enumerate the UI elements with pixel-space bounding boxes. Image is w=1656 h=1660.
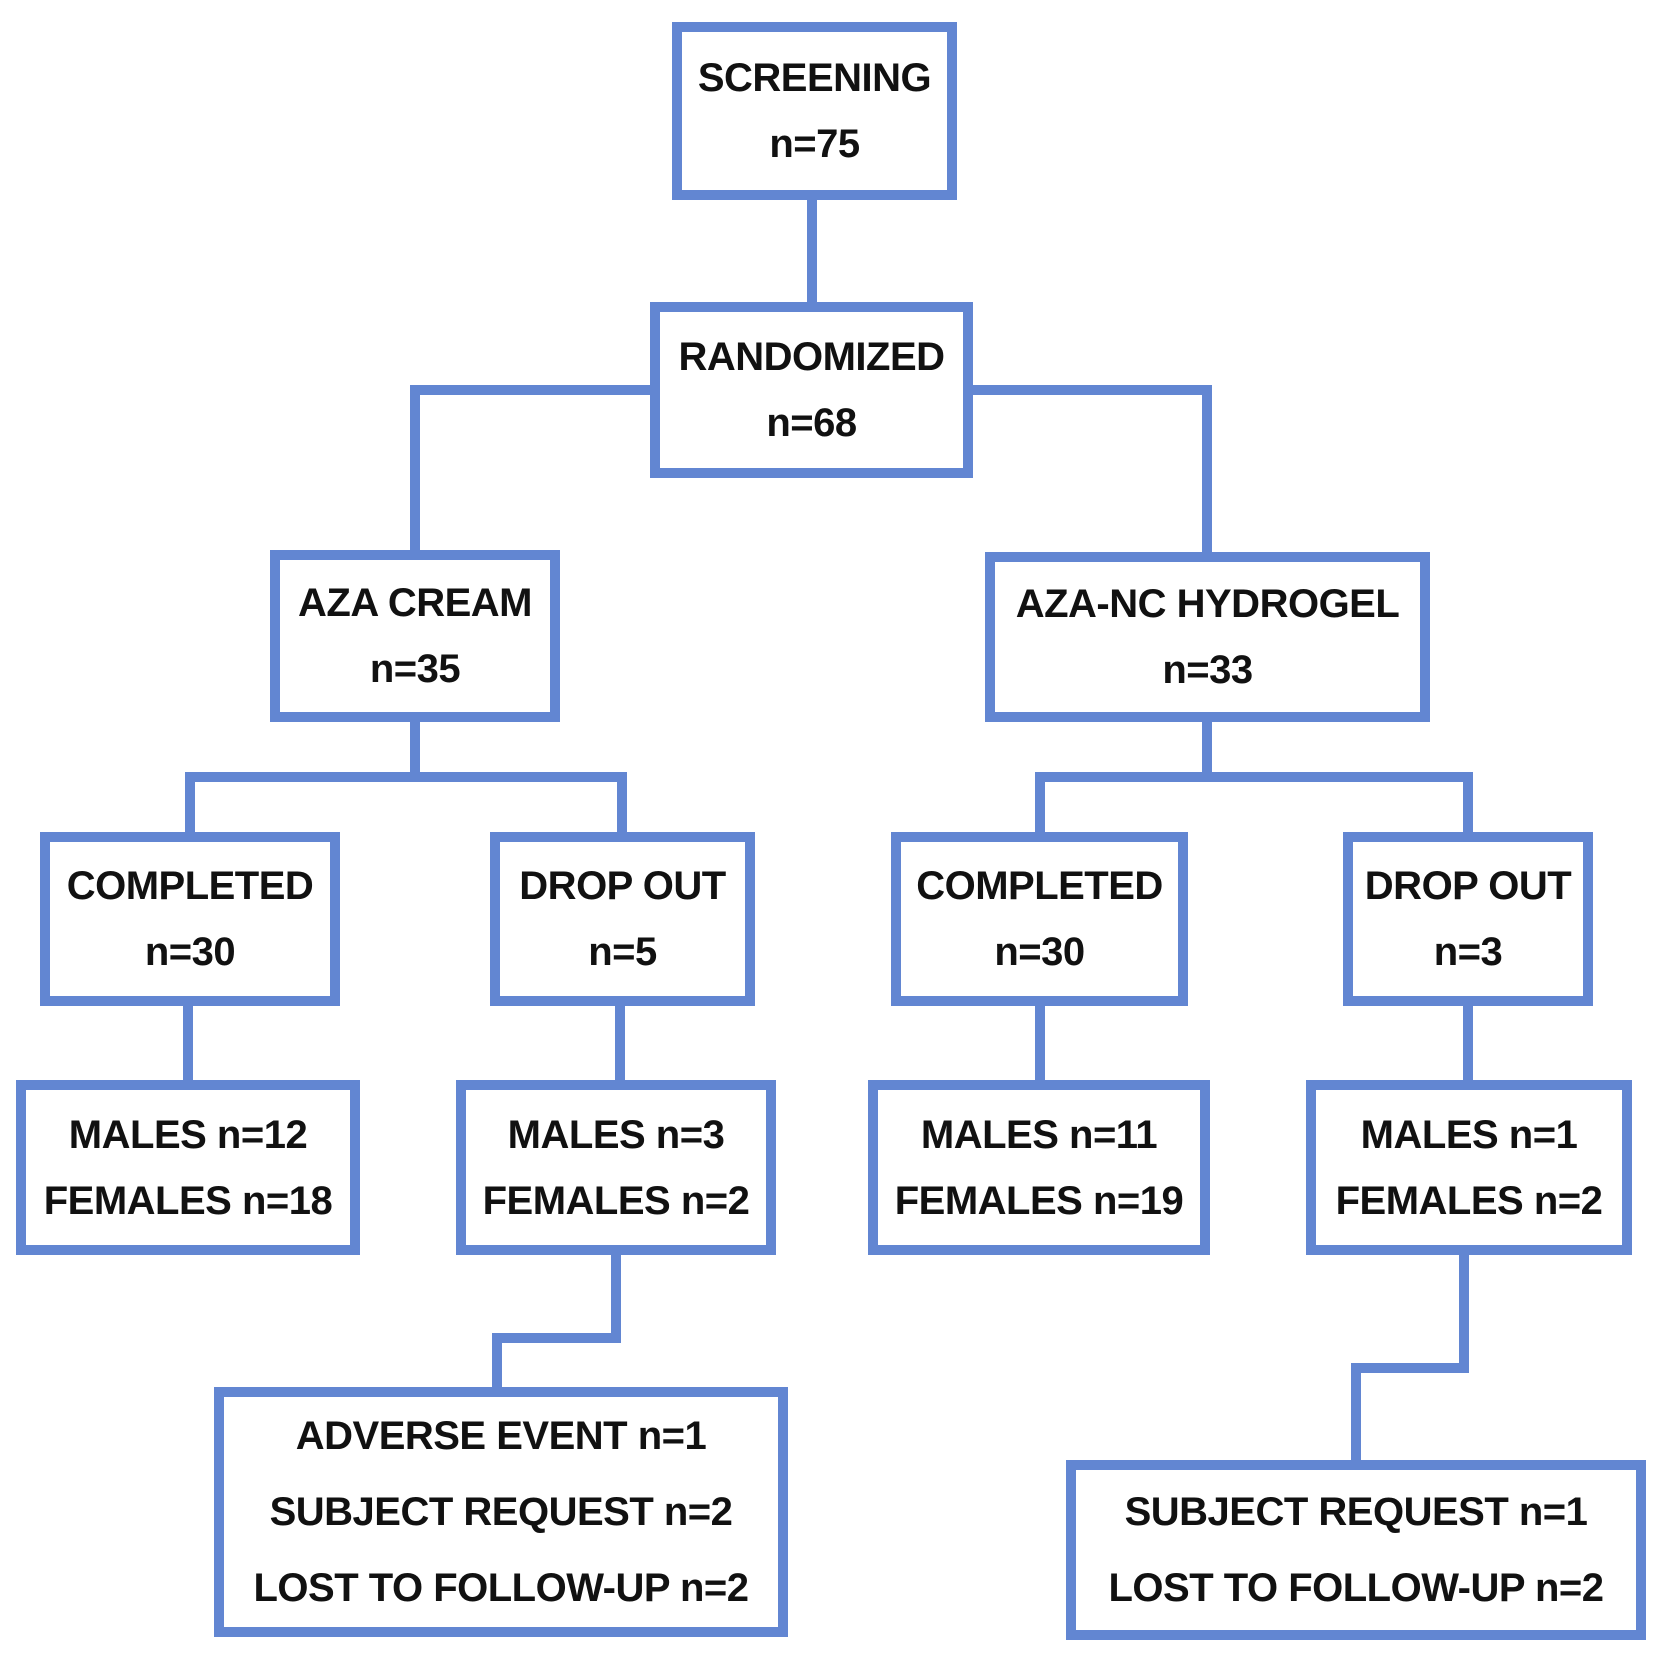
reason-subject-request: SUBJECT REQUEST n=2	[269, 1490, 733, 1534]
connector-azanc-completed-leg	[1035, 772, 1045, 832]
node-aza-cream-completed: COMPLETED n=30	[40, 832, 340, 1006]
node-count: n=68	[766, 401, 857, 445]
node-label: COMPLETED	[916, 864, 1163, 908]
node-aza-nc-dropout-sex: MALES n=1 FEMALES n=2	[1306, 1080, 1632, 1255]
connector-randomized-azacream-h	[410, 385, 655, 395]
node-label: RANDOMIZED	[678, 335, 945, 379]
connector-azacream-dropout-leg	[617, 772, 627, 832]
connector-dropout-left-sex	[615, 1006, 625, 1080]
node-count: n=35	[369, 647, 461, 691]
node-count: n=30	[994, 930, 1085, 974]
connector-randomized-azanc-h	[968, 385, 1208, 395]
node-count: n=30	[144, 930, 236, 974]
node-label: DROP OUT	[519, 864, 726, 908]
females-count: FEMALES n=2	[1335, 1178, 1603, 1223]
node-count: n=33	[1162, 648, 1253, 692]
node-aza-nc-dropout: DROP OUT n=3	[1343, 832, 1593, 1006]
node-label: AZA CREAM	[298, 581, 533, 625]
node-label: DROP OUT	[1364, 864, 1572, 908]
node-aza-cream-dropout-reasons: ADVERSE EVENT n=1 SUBJECT REQUEST n=2 LO…	[214, 1387, 788, 1637]
connector-randomized-azacream-v	[410, 385, 420, 550]
node-screening: SCREENING n=75	[672, 22, 957, 200]
connector-azacream-completed-leg	[185, 772, 195, 832]
connector-right-reasons-v2	[1351, 1363, 1361, 1460]
connector-azanc-dropout-leg	[1463, 772, 1473, 832]
reason-subject-request: SUBJECT REQUEST n=1	[1124, 1490, 1588, 1534]
node-label: COMPLETED	[66, 864, 314, 908]
connector-azacream-split-stub	[410, 722, 420, 777]
connector-randomized-azanc-v	[1202, 385, 1212, 552]
females-count: FEMALES n=2	[482, 1178, 750, 1223]
connector-dropout-right-sex	[1463, 1006, 1473, 1080]
reason-lost-to-followup: LOST TO FOLLOW-UP n=2	[1108, 1566, 1604, 1610]
node-aza-cream-dropout-sex: MALES n=3 FEMALES n=2	[456, 1080, 776, 1255]
node-count: n=3	[1433, 930, 1503, 974]
connector-left-reasons-h	[492, 1333, 621, 1343]
connector-completed-left-sex	[183, 1006, 193, 1080]
node-randomized: RANDOMIZED n=68	[650, 302, 973, 478]
connector-screening-randomized	[807, 200, 817, 302]
node-aza-cream-completed-sex: MALES n=12 FEMALES n=18	[16, 1080, 360, 1255]
males-count: MALES n=1	[1360, 1112, 1578, 1157]
reason-lost-to-followup: LOST TO FOLLOW-UP n=2	[253, 1566, 749, 1610]
reason-adverse-event: ADVERSE EVENT n=1	[295, 1414, 707, 1458]
node-label: AZA-NC HYDROGEL	[1015, 582, 1400, 626]
node-aza-cream: AZA CREAM n=35	[270, 550, 560, 722]
connector-left-reasons-v2	[492, 1333, 502, 1387]
connector-right-reasons-h	[1351, 1363, 1469, 1373]
connector-left-reasons-v1	[611, 1255, 621, 1343]
females-count: FEMALES n=18	[43, 1178, 333, 1223]
node-aza-nc-dropout-reasons: SUBJECT REQUEST n=1 LOST TO FOLLOW-UP n=…	[1066, 1460, 1646, 1640]
males-count: MALES n=11	[920, 1112, 1158, 1157]
node-label: SCREENING	[697, 56, 932, 100]
females-count: FEMALES n=19	[894, 1178, 1184, 1223]
males-count: MALES n=3	[507, 1112, 725, 1157]
connector-completed-right-sex	[1035, 1006, 1045, 1080]
connector-azanc-split-stub	[1202, 722, 1212, 777]
connector-right-reasons-v1	[1459, 1255, 1469, 1373]
node-aza-cream-dropout: DROP OUT n=5	[490, 832, 755, 1006]
node-aza-nc-hydrogel: AZA-NC HYDROGEL n=33	[985, 552, 1430, 722]
connector-azacream-split-bar	[185, 772, 627, 782]
node-count: n=75	[769, 122, 860, 166]
node-count: n=5	[588, 930, 657, 974]
node-aza-nc-completed-sex: MALES n=11 FEMALES n=19	[868, 1080, 1210, 1255]
males-count: MALES n=12	[68, 1112, 308, 1157]
connector-azanc-split-bar	[1035, 772, 1473, 782]
node-aza-nc-completed: COMPLETED n=30	[891, 832, 1188, 1006]
